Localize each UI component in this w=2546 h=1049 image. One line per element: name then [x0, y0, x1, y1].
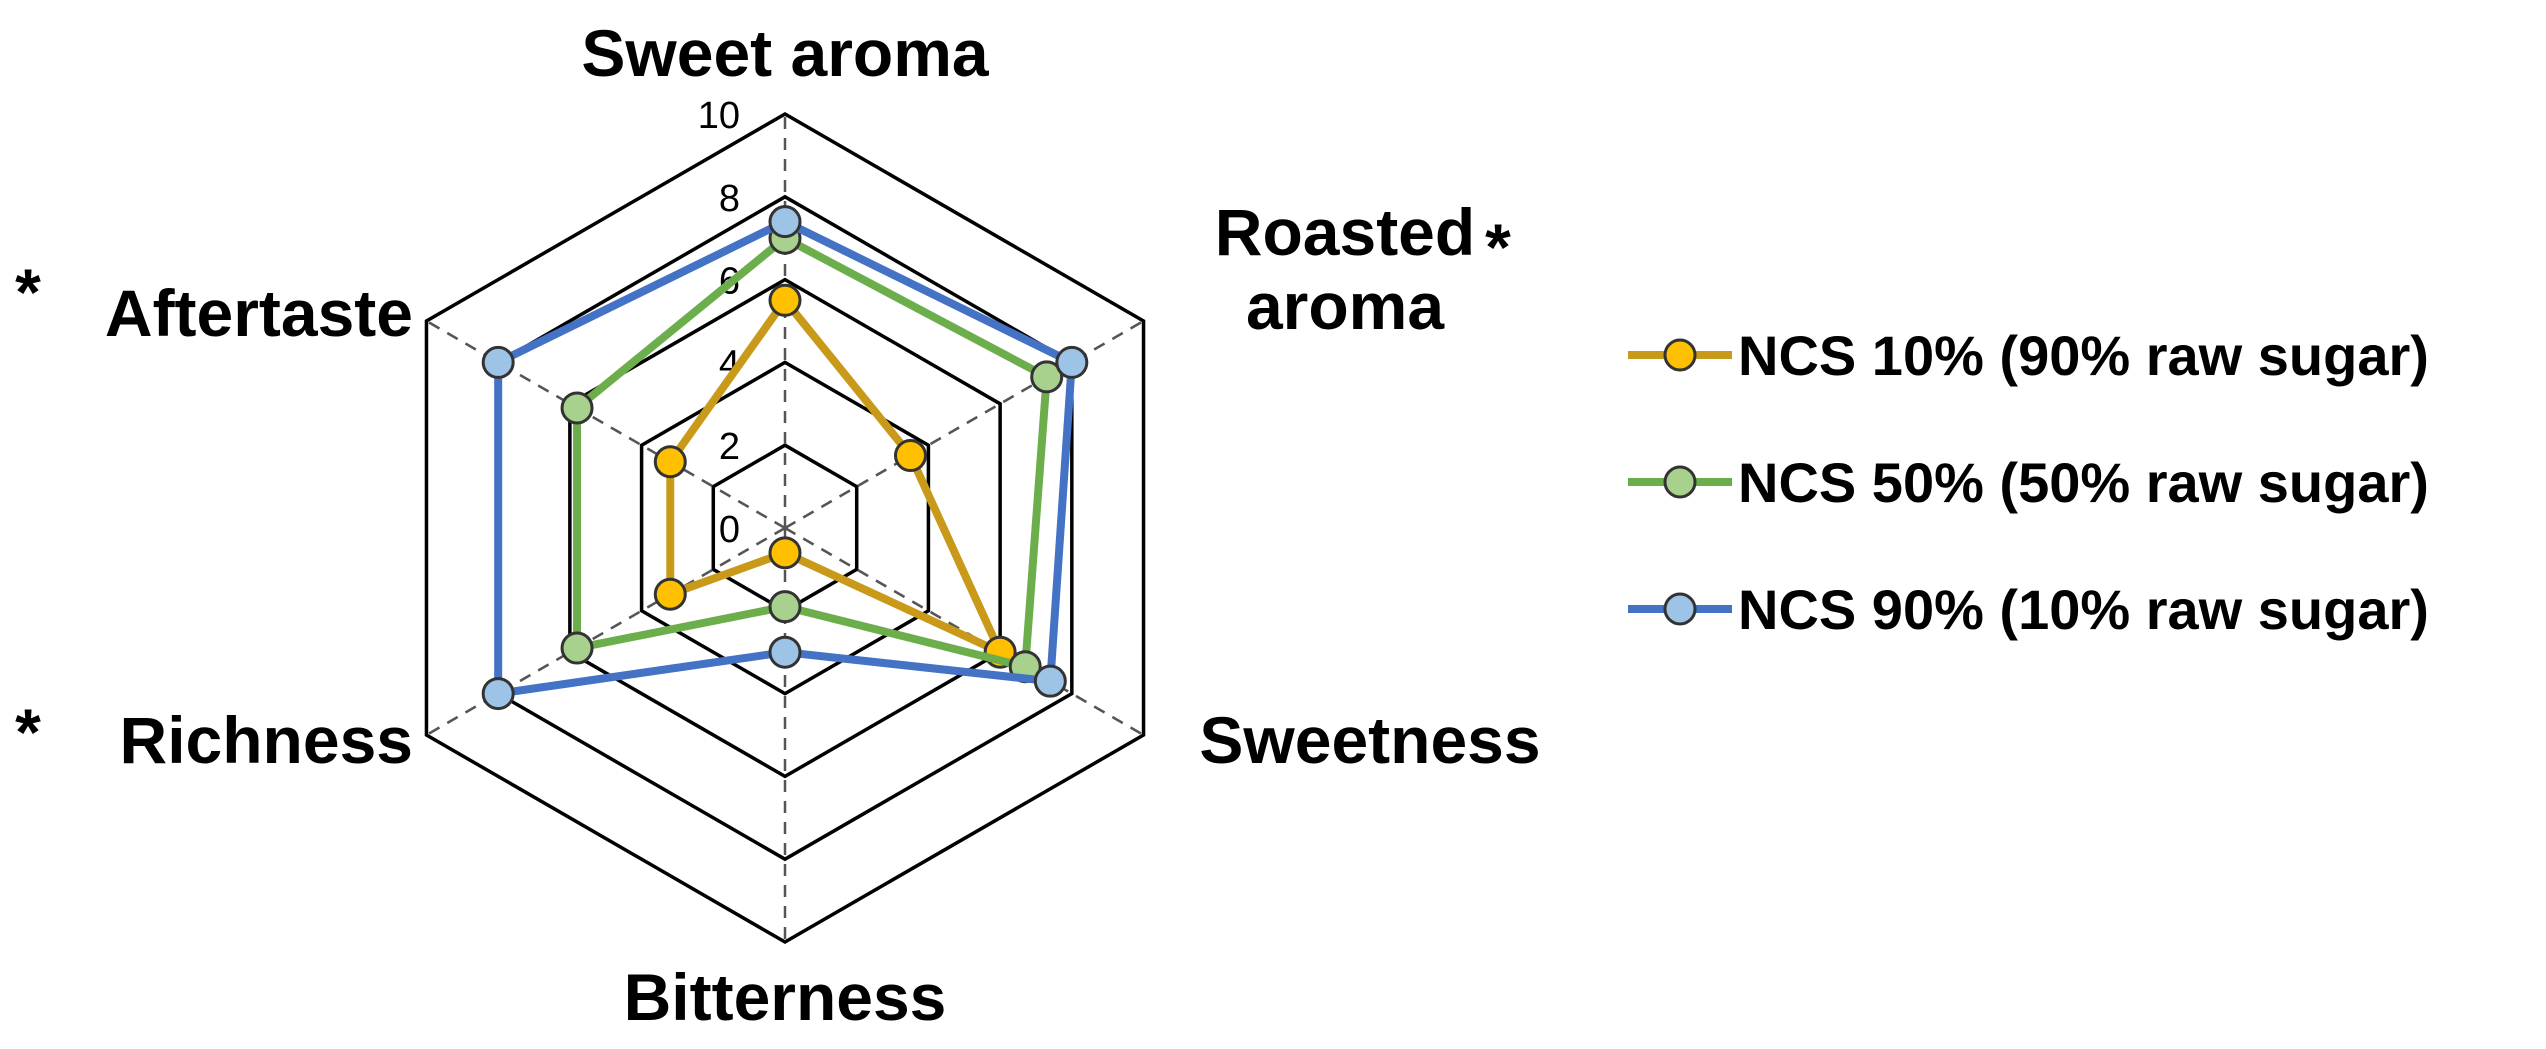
- tick-label-2: 2: [719, 426, 740, 468]
- legend-marker: [1663, 338, 1697, 372]
- series-ncs-90-10-raw-sugar: [481, 205, 1089, 711]
- significance-marker-aftertaste: *: [15, 255, 41, 329]
- spoke-richness: [425, 526, 786, 737]
- legend-item: NCS 50% (50% raw sugar): [1628, 451, 2429, 514]
- point-sweetness: [1033, 664, 1067, 698]
- point-bitterness: [768, 536, 802, 570]
- point-richness: [481, 677, 515, 711]
- point-aftertaste: [653, 445, 687, 479]
- axis-label-aftertaste: Aftertaste: [105, 276, 413, 350]
- legend-marker: [1663, 465, 1697, 499]
- legend: NCS 10% (90% raw sugar) NCS 50% (50% raw …: [1628, 324, 2429, 641]
- axis-label-sweetness: Sweetness: [1199, 703, 1540, 777]
- legend-item: NCS 10% (90% raw sugar): [1628, 324, 2429, 387]
- grid-ring-10: [424, 111, 1146, 945]
- axis-label-richness: Richness: [120, 703, 413, 777]
- axis-label-roasted-aroma-line-2: aroma: [1246, 269, 1445, 343]
- point-bitterness: [768, 635, 802, 669]
- point-roasted-aroma: [893, 439, 927, 473]
- significance-marker-roasted-aroma: *: [1485, 210, 1511, 284]
- radar-series: [481, 205, 1089, 711]
- axis-label-bitterness: Bitterness: [624, 960, 947, 1034]
- spoke-roasted-aroma: [784, 319, 1145, 530]
- point-richness: [560, 631, 594, 665]
- grid-ring-4: [639, 360, 931, 696]
- point-aftertaste: [560, 391, 594, 425]
- point-aftertaste: [481, 345, 515, 379]
- legend-marker: [1663, 592, 1697, 626]
- point-richness: [653, 577, 687, 611]
- legend-item: NCS 90% (10% raw sugar): [1628, 578, 2429, 641]
- tick-label-10: 10: [698, 95, 740, 137]
- point-roasted-aroma: [1030, 360, 1064, 394]
- significance-marker-richness: *: [15, 695, 41, 769]
- point-sweet-aroma: [768, 205, 802, 239]
- legend-label: NCS 90% (10% raw sugar): [1738, 578, 2429, 641]
- series-ncs-10-90-raw-sugar: [653, 283, 1017, 669]
- spoke-sweetness: [784, 526, 1145, 737]
- legend-label: NCS 50% (50% raw sugar): [1738, 451, 2429, 514]
- point-sweet-aroma: [768, 283, 802, 317]
- tick-label-0: 0: [719, 509, 740, 551]
- legend-label: NCS 10% (90% raw sugar): [1738, 324, 2429, 387]
- point-bitterness: [768, 590, 802, 624]
- point-roasted-aroma: [1055, 345, 1089, 379]
- axis-label-roasted-aroma-line-1: Roasted: [1215, 195, 1475, 269]
- axis-label-sweet-aroma: Sweet aroma: [581, 16, 989, 90]
- tick-label-8: 8: [719, 178, 740, 220]
